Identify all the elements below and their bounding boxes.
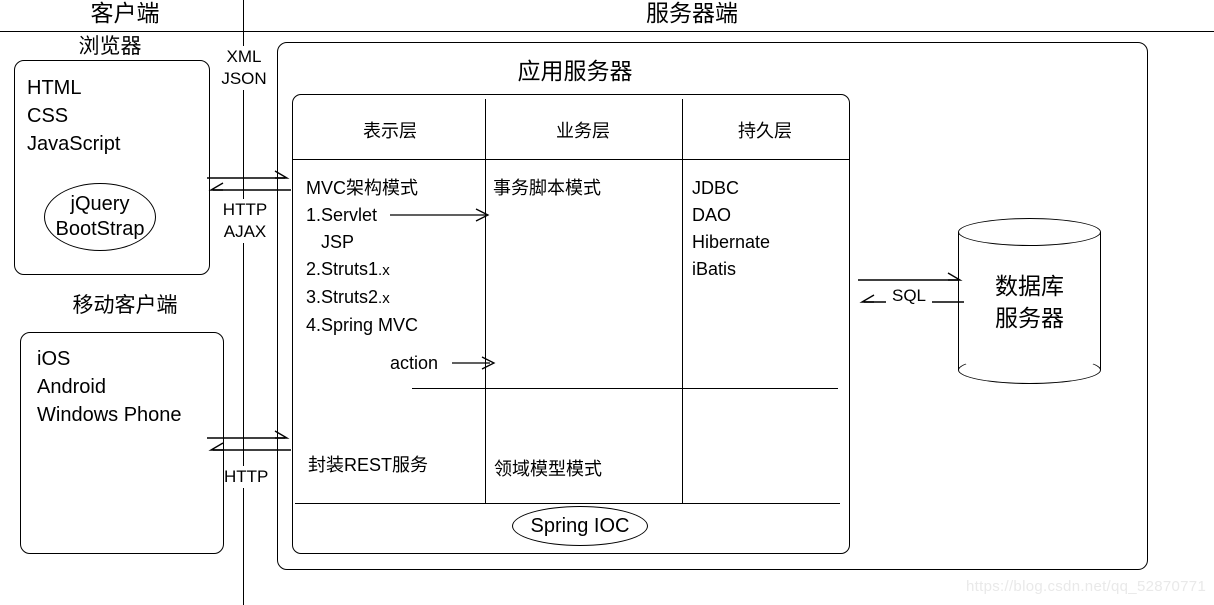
database-server-cylinder: 数据库 服务器 [958, 218, 1101, 384]
server-outer-container [277, 42, 1148, 570]
servlet-to-business-arrow [390, 208, 490, 222]
layers-mid-separator [412, 388, 838, 389]
action-to-business-arrow [452, 356, 496, 370]
pres-item-struts2: 3.Struts2.x [306, 284, 418, 312]
pers-item-hibernate: Hibernate [692, 232, 771, 252]
sql-label-wrap: SQL [886, 285, 932, 307]
http-label-mobile-wrap: HTTP [224, 466, 268, 488]
browser-tech-list: HTML CSS JavaScript [27, 74, 120, 158]
xml-json-label: XML JSON [220, 46, 268, 90]
pers-item-jdbc: JDBC [692, 178, 740, 198]
database-caption-line2: 服务器 [995, 305, 1064, 331]
layer-head-presentation: 表示层 [363, 121, 417, 141]
persistence-layer-items: JDBC DAO Hibernate iBatis [692, 175, 770, 283]
http-label-mobile: HTTP [224, 467, 269, 486]
mobile-tech-ios: iOS [37, 348, 71, 370]
spring-ioc-ellipse: Spring IOC [512, 506, 648, 546]
client-server-boundary [243, 0, 244, 605]
pres-item-struts2-suffix: .x [378, 290, 390, 307]
mobile-client-label: 移动客户端 [72, 294, 178, 317]
sql-label: SQL [891, 286, 927, 305]
cylinder-body [958, 232, 1101, 370]
jquery-bootstrap-ellipse: jQuery BootStrap [44, 183, 156, 251]
database-caption-line1: 数据库 [995, 273, 1064, 299]
database-caption: 数据库 服务器 [958, 270, 1101, 334]
pers-item-dao: DAO [692, 205, 732, 225]
cylinder-top-ellipse [958, 218, 1101, 246]
layer-header-underline [293, 159, 849, 160]
server-side-title: 服务器端 [646, 0, 738, 26]
header-divider-right [244, 31, 1214, 32]
browser-tech-html: HTML [27, 77, 82, 99]
mobile-tech-windows-phone: Windows Phone [37, 404, 182, 426]
layers-bottom-separator [295, 503, 840, 504]
http-ajax-label: HTTP AJAX [219, 199, 271, 243]
xml-label: XML [226, 47, 262, 66]
pres-item-struts1-suffix: .x [378, 262, 390, 279]
ellipse-line-jquery: jQuery [70, 193, 130, 215]
layer-divider-presentation-business [485, 99, 486, 503]
pres-item-spring-mvc: 4.Spring MVC [306, 315, 419, 335]
client-side-title: 客户端 [90, 0, 160, 26]
mobile-tech-android: Android [37, 376, 106, 398]
browser-box [14, 60, 210, 275]
layer-head-business: 业务层 [556, 121, 610, 141]
layer-head-persistence: 持久层 [738, 121, 792, 141]
http-ajax-arrows [207, 170, 291, 191]
http-arrows-mobile [207, 430, 291, 451]
pres-item-mvc: MVC架构模式 [306, 178, 418, 198]
action-label: action [390, 353, 439, 373]
mobile-tech-list: iOS Android Windows Phone [37, 345, 182, 429]
business-layer-items: 事务脚本模式 [493, 175, 601, 202]
ellipse-line-bootstrap: BootStrap [55, 218, 145, 240]
business-bottom-label: 领域模型模式 [494, 459, 602, 479]
layer-divider-business-persistence [682, 99, 683, 503]
ajax-label-browser: AJAX [223, 222, 267, 241]
presentation-layer-items: MVC架构模式 1.Servlet JSP 2.Struts1.x 3.Stru… [306, 175, 418, 339]
json-label: JSON [221, 69, 267, 88]
pres-item-servlet: 1.Servlet [306, 205, 378, 225]
presentation-bottom-label: 封装REST服务 [308, 455, 429, 475]
header-divider-left [0, 31, 243, 32]
app-server-title: 应用服务器 [517, 58, 633, 84]
browser-label: 浏览器 [78, 35, 142, 58]
pres-item-struts1: 2.Struts1.x [306, 256, 418, 284]
layers-box [292, 94, 850, 554]
pres-item-struts2-text: 3.Struts2 [306, 287, 379, 307]
pres-item-struts1-text: 2.Struts1 [306, 259, 379, 279]
browser-tech-javascript: JavaScript [27, 133, 121, 155]
cylinder-bottom-ellipse [958, 356, 1101, 384]
watermark: https://blog.csdn.net/qq_52870771 [966, 578, 1207, 595]
biz-item-transaction-script: 事务脚本模式 [493, 178, 601, 198]
pres-item-jsp: JSP [306, 232, 355, 252]
http-label-browser: HTTP [222, 200, 268, 219]
pers-item-ibatis: iBatis [692, 259, 737, 279]
mobile-client-box [20, 332, 224, 554]
browser-tech-css: CSS [27, 105, 69, 127]
spring-ioc-label: Spring IOC [530, 514, 630, 537]
